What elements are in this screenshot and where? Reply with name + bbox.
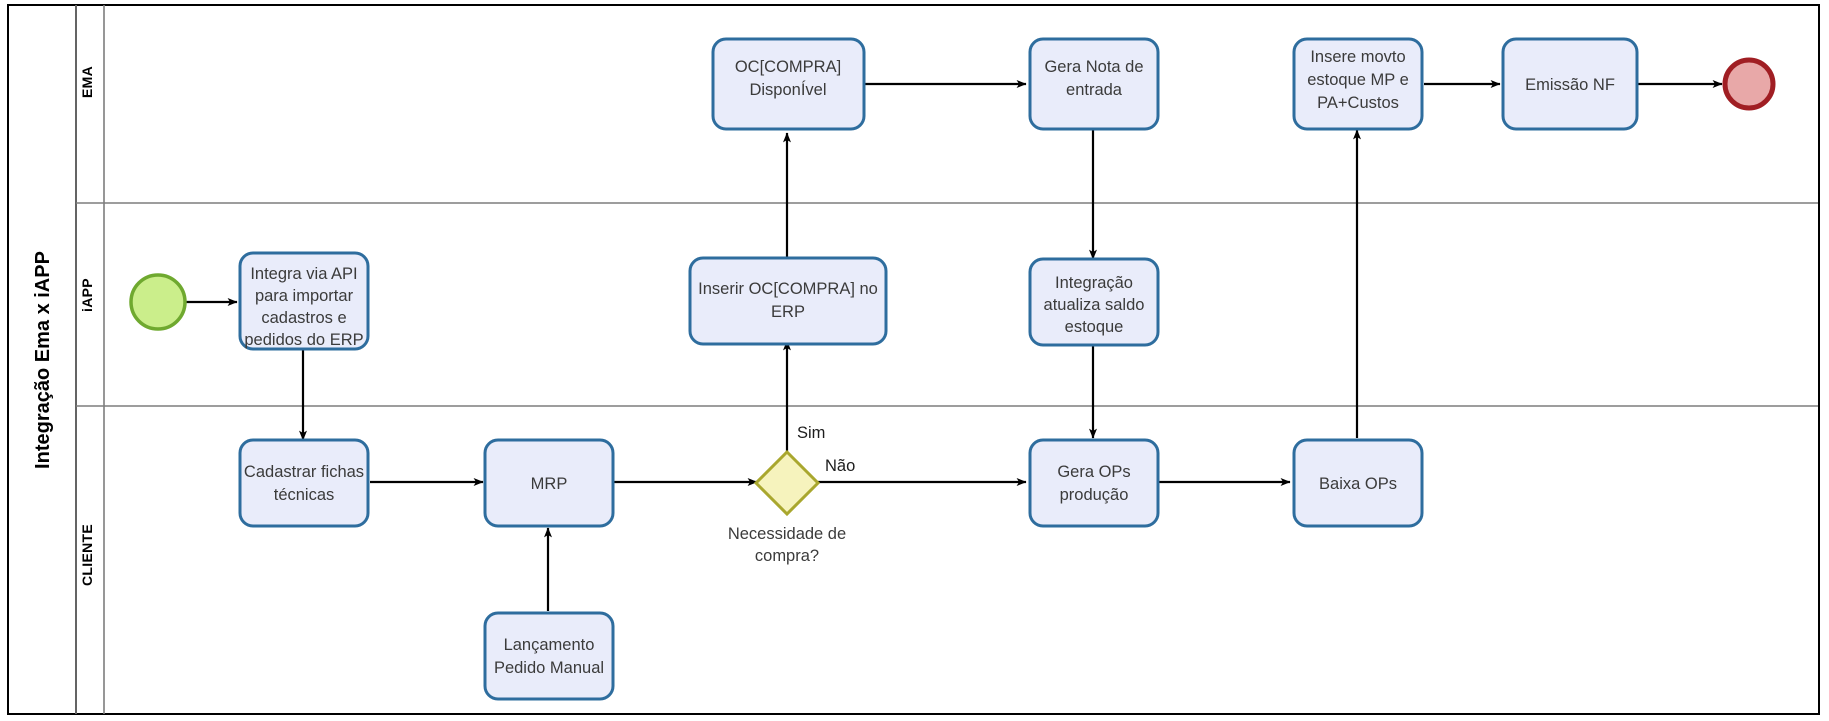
task-mrp-line-1: MRP (531, 475, 568, 493)
task-cadastrar-fichas-line-1: Cadastrar fichas (244, 463, 364, 481)
task-insere-movto-box[interactable] (1292, 37, 1424, 131)
task-integra-api-line-4: pedidos do ERP (244, 331, 363, 349)
gateway-label-line-2: compra? (755, 547, 819, 565)
task-integracao-atualiza-saldo[interactable]: Integração atualiza saldo estoque (1028, 257, 1160, 347)
gateway-label-line-1: Necessidade de (728, 525, 846, 543)
task-gera-ops-line-2: produção (1060, 486, 1129, 504)
task-inserir-oc-erp[interactable]: Inserir OC[COMPRA] no ERP (688, 256, 888, 346)
lane-label-iapp: iAPP (79, 278, 95, 312)
task-cadastrar-fichas-line-2: técnicas (274, 486, 335, 504)
task-mrp[interactable]: MRP (483, 438, 615, 528)
pool-title: Integração Ema x iAPP (32, 251, 54, 469)
sequence-flows (186, 80, 1723, 611)
task-baixa-ops[interactable]: Baixa OPs (1292, 438, 1424, 528)
lane-label-ema: EMA (79, 66, 95, 98)
task-gera-ops-line-1: Gera OPs (1057, 463, 1130, 481)
task-lancamento-box[interactable] (483, 611, 615, 701)
task-integracao-saldo-line-3: estoque (1065, 318, 1124, 336)
task-emissao-nf[interactable]: Emissão NF (1501, 37, 1639, 131)
task-integra-via-api-box[interactable] (238, 251, 370, 351)
task-lancamento-pedido-manual[interactable]: Lançamento Pedido Manual (483, 611, 615, 701)
flow-label-nao: Não (825, 457, 855, 475)
task-gera-nota-entrada-box[interactable] (1028, 37, 1160, 131)
task-gera-nota-line-1: Gera Nota de (1044, 58, 1143, 76)
task-integracao-saldo-line-2: atualiza saldo (1044, 296, 1145, 314)
task-oc-disponivel-box[interactable] (711, 37, 866, 131)
start-event-circle[interactable] (129, 273, 187, 331)
flow-labels: Sim Não (797, 424, 855, 475)
start-event[interactable] (129, 273, 187, 331)
task-gera-nota-entrada[interactable]: Gera Nota de entrada (1028, 37, 1160, 131)
task-integracao-saldo-line-1: Integração (1055, 274, 1133, 292)
task-gera-ops-producao[interactable]: Gera OPs produção (1028, 438, 1160, 528)
task-cadastrar-fichas-tecnicas[interactable]: Cadastrar fichas técnicas (238, 438, 370, 528)
task-baixa-ops-box[interactable] (1292, 438, 1424, 528)
lane-labels: EMA iAPP CLIENTE (79, 66, 95, 586)
task-oc-disponivel[interactable]: OC[COMPRA] DisponÍvel (711, 37, 866, 131)
task-gera-nota-line-2: entrada (1066, 81, 1123, 99)
task-lancamento-line-2: Pedido Manual (494, 659, 604, 677)
end-event[interactable] (1722, 57, 1776, 111)
task-inserir-oc-line-1: Inserir OC[COMPRA] no (698, 280, 878, 298)
flow-label-sim: Sim (797, 424, 825, 442)
end-event-circle[interactable] (1722, 57, 1776, 111)
task-mrp-box[interactable] (483, 438, 615, 528)
task-cadastrar-fichas-box[interactable] (238, 438, 370, 528)
task-insere-movto-line-1: Insere movto (1310, 48, 1405, 66)
task-integra-via-api[interactable]: Integra via API para importar cadastros … (238, 251, 370, 351)
task-gera-ops-box[interactable] (1028, 438, 1160, 528)
pool-outline (7, 4, 1820, 715)
task-integra-api-line-2: para importar (255, 287, 354, 305)
gateway-diamond[interactable] (753, 449, 821, 517)
task-integra-api-line-1: Integra via API (250, 265, 357, 283)
task-integracao-saldo-box[interactable] (1028, 257, 1160, 347)
task-emissao-nf-box[interactable] (1501, 37, 1639, 131)
lane-label-cliente: CLIENTE (79, 524, 95, 586)
task-inserir-oc-line-2: ERP (771, 303, 805, 321)
task-insere-movto-estoque[interactable]: Insere movto estoque MP e PA+Custos (1292, 37, 1424, 131)
task-oc-disponivel-line-1: OC[COMPRA] (735, 58, 841, 76)
lane-separators (75, 5, 1818, 714)
task-oc-disponivel-line-2: DisponÍvel (749, 80, 826, 99)
gateway-necessidade-compra[interactable]: Necessidade de compra? (728, 449, 846, 565)
task-baixa-ops-line-1: Baixa OPs (1319, 475, 1397, 493)
task-emissao-nf-line-1: Emissão NF (1525, 76, 1615, 94)
task-integra-api-line-3: cadastros e (261, 309, 346, 327)
task-inserir-oc-erp-box[interactable] (688, 256, 888, 346)
task-insere-movto-line-3: PA+Custos (1317, 94, 1399, 112)
task-lancamento-line-1: Lançamento (504, 636, 595, 654)
task-insere-movto-line-2: estoque MP e (1307, 71, 1409, 89)
